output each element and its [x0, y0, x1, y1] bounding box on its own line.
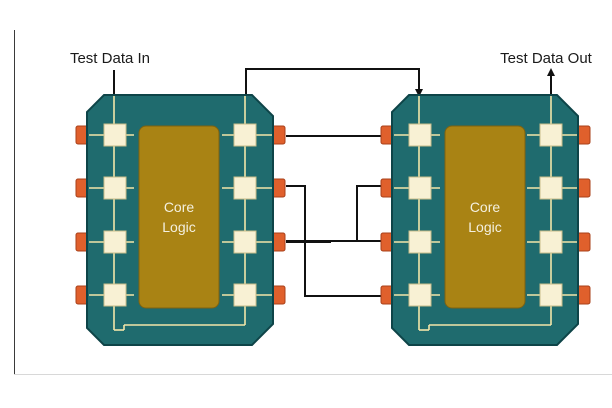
- boundary-cell: [233, 230, 257, 254]
- boundary-cell: [103, 283, 127, 307]
- boundary-cell: [539, 123, 563, 147]
- chip-right-pins: [380, 125, 591, 305]
- core-logic-label-line2: Logic: [162, 219, 195, 235]
- chip-right: Core Logic: [380, 94, 591, 346]
- boundary-cell: [539, 230, 563, 254]
- boundary-cell: [103, 176, 127, 200]
- boundary-cell: [103, 123, 127, 147]
- boundary-cell: [539, 176, 563, 200]
- boundary-cell: [408, 123, 432, 147]
- core-logic-label-line1: Core: [470, 199, 501, 215]
- chip-right-core-logic: [444, 125, 526, 309]
- interconnect-wire-4: [286, 240, 389, 243]
- boundary-cell: [233, 123, 257, 147]
- left-frame-rule: [14, 30, 15, 375]
- chip-left-core-logic: [138, 125, 220, 309]
- test-data-out-label: Test Data Out: [500, 50, 593, 67]
- chip-left-boundary-cells: [103, 123, 257, 307]
- scan-chain-wire: [245, 68, 423, 97]
- boundary-cell: [539, 283, 563, 307]
- boundary-cell: [408, 176, 432, 200]
- boundary-cell: [233, 283, 257, 307]
- boundary-cell: [103, 230, 127, 254]
- chip-right-boundary-cells: [408, 123, 563, 307]
- chip-left: Core Logic: [75, 94, 286, 346]
- core-logic-label-line2: Logic: [468, 219, 501, 235]
- boundary-cell: [233, 176, 257, 200]
- boundary-cell: [408, 230, 432, 254]
- interconnect-wire-3: [286, 185, 389, 242]
- test-data-in-label: Test Data In: [70, 50, 150, 67]
- core-logic-label-line1: Core: [164, 199, 195, 215]
- bottom-frame-rule: [14, 374, 612, 375]
- boundary-cell: [408, 283, 432, 307]
- interconnect-wires: [245, 68, 423, 297]
- chip-left-pins: [75, 125, 286, 305]
